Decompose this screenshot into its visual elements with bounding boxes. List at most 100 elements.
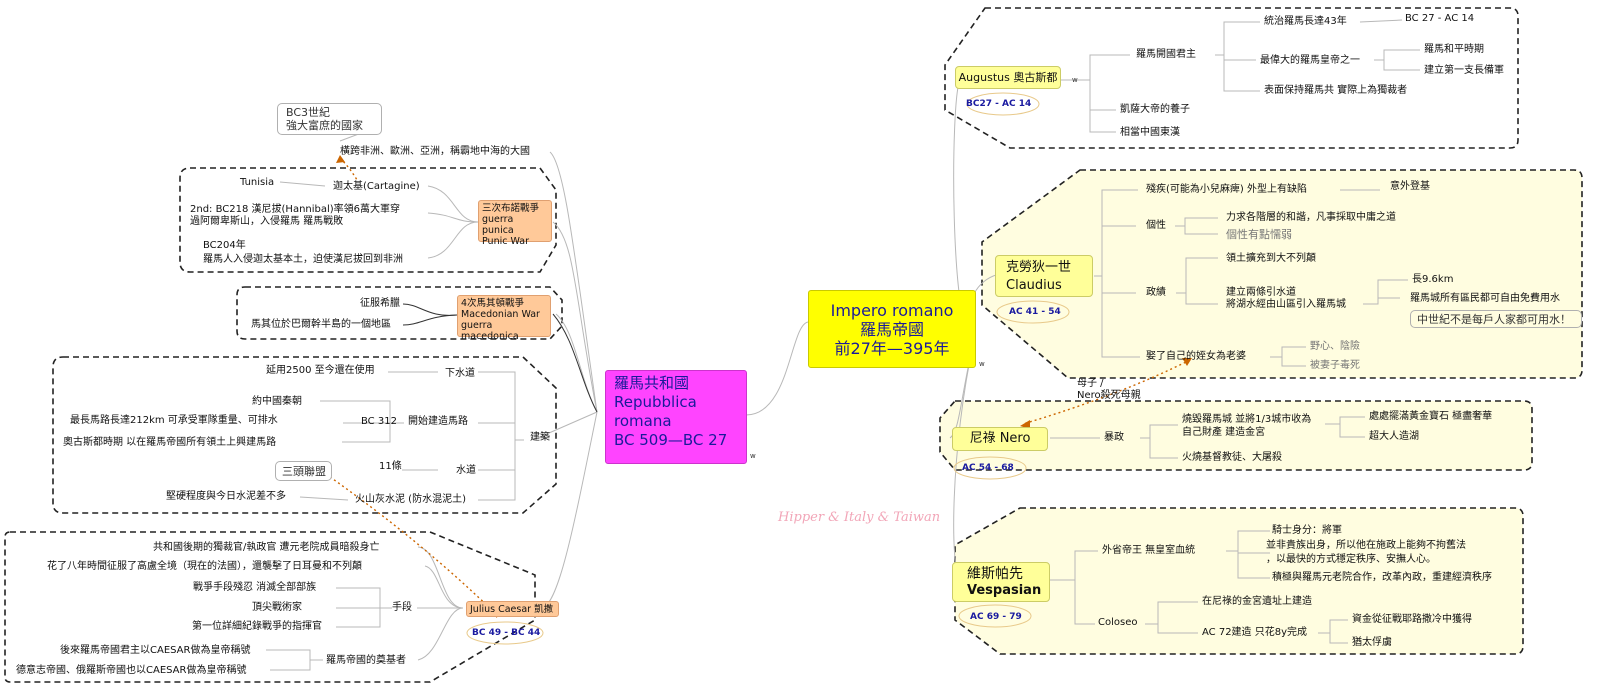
node-gaul[interactable]: 花了八年時間征服了高盧全境（現在的法國），還襲擊了日耳曼和不列顛 xyxy=(47,561,362,572)
relation-line1: 母子 / xyxy=(1077,378,1104,389)
node-aqueduct[interactable]: 水道 xyxy=(456,465,476,476)
node-aqueducts[interactable]: 建立兩條引水道 將湖水經由山區引入羅馬城 xyxy=(1226,287,1346,311)
watermark: Hipper & Italy & Taiwan xyxy=(778,510,941,525)
node-non-noble[interactable]: 並非貴族出身，所以他在施政上能夠不拘舊法 ，以最快的方式穩定秩序、安撫人心。 xyxy=(1266,539,1466,567)
non-noble-line2: ，以最快的方式穩定秩序、安撫人心。 xyxy=(1266,554,1436,565)
relation-nero-mother[interactable]: 母子 / Nero殺死母親 xyxy=(1077,378,1141,402)
w-marker: w xyxy=(1072,76,1078,84)
punic-label-en: Punic War xyxy=(482,236,529,247)
node-ambition[interactable]: 野心、陰險 xyxy=(1310,341,1360,352)
note-bc3-century[interactable]: BC3世紀 強大富庶的國家 xyxy=(277,103,382,135)
boundary-nero xyxy=(939,400,1533,471)
node-founding-monarch[interactable]: 羅馬開國君主 xyxy=(1136,49,1196,60)
node-bc204[interactable]: BC204年 羅馬人入侵迦太基本土，迫使漢尼拔回到非洲 xyxy=(203,239,403,267)
w-marker: w xyxy=(979,360,985,368)
node-provincial-emperor[interactable]: 外省帝王 無皇室血統 xyxy=(1102,545,1196,556)
node-britain[interactable]: 領土擴充到大不列顛 xyxy=(1226,253,1316,264)
node-bc312[interactable]: BC 312 xyxy=(361,416,397,427)
republic-topic[interactable]: 羅馬共和國 Repubblica romana BC 509—BC 27 xyxy=(605,370,747,464)
node-tyranny[interactable]: 暴政 xyxy=(1104,432,1124,443)
node-concrete-detail[interactable]: 堅硬程度與今日水泥差不多 xyxy=(166,491,286,502)
node-length[interactable]: 長9.6km xyxy=(1412,274,1454,285)
republic-title-it2: romana xyxy=(614,412,672,430)
macedonian-war-topic[interactable]: 4次馬其頓戰爭 Macedonian War guerra macedonica xyxy=(457,295,551,342)
node-dictator[interactable]: 共和國後期的獨裁官/執政官 遭元老院成員暗殺身亡 xyxy=(153,542,380,553)
note-medieval-water[interactable]: 中世紀不是每戶人家都可用水！ xyxy=(1410,310,1582,328)
note-triumvirate[interactable]: 三頭聯盟 xyxy=(275,461,332,481)
claudius-topic[interactable]: 克勞狄一世 Claudius xyxy=(995,255,1093,297)
node-sewer-detail[interactable]: 延用2500 至今還在使用 xyxy=(266,365,375,376)
node-personality[interactable]: 個性 xyxy=(1146,220,1166,231)
node-burn-rome[interactable]: 燒毀羅馬城 並將1/3城市收為 自己財產 建造金宮 xyxy=(1182,413,1311,439)
w-marker: w xyxy=(750,452,756,460)
nero-topic[interactable]: 尼祿 Nero xyxy=(952,427,1048,451)
node-weak[interactable]: 個性有點懦弱 xyxy=(1226,228,1292,241)
node-methods[interactable]: 手段 xyxy=(392,602,412,613)
node-title-roman[interactable]: 後來羅馬帝國君主以CAESAR做為皇帝稱號 xyxy=(60,645,251,656)
node-eleven[interactable]: 11條 xyxy=(379,461,402,472)
node-senate-reform[interactable]: 積極與羅馬元老院合作，改革內政，重建經濟秩序 xyxy=(1272,572,1492,583)
node-accidental-accession[interactable]: 意外登基 xyxy=(1390,181,1430,192)
second-war-line1: 2nd: BC218 漢尼拔(Hannibal)率領6萬大軍穿 xyxy=(190,204,401,215)
node-road-start[interactable]: 開始建造馬路 xyxy=(408,416,468,427)
non-noble-line1: 並非貴族出身，所以他在施政上能夠不拘舊法 xyxy=(1266,540,1466,551)
node-conquer-greece[interactable]: 征服希臘 xyxy=(360,298,400,309)
caesar-topic[interactable]: Julius Caesar 凱撒 xyxy=(466,601,559,617)
central-topic[interactable]: Impero romano 羅馬帝國 前27年—395年 xyxy=(808,290,976,368)
node-architecture[interactable]: 建築 xyxy=(530,432,550,443)
node-founder[interactable]: 羅馬帝國的奠基者 xyxy=(326,655,406,666)
macedonian-label-en: Macedonian War xyxy=(461,309,540,320)
node-adopted-son[interactable]: 凱薩大帝的養子 xyxy=(1120,104,1190,115)
node-jewish-captives[interactable]: 猶太俘虜 xyxy=(1352,637,1392,648)
augustus-topic[interactable]: Augustus 奧古斯都 xyxy=(955,66,1061,89)
node-reign-43[interactable]: 統治羅馬長達43年 xyxy=(1264,16,1347,27)
vespasian-name-en: Vespasian xyxy=(967,583,1042,598)
node-colosseum[interactable]: Coloseo xyxy=(1098,617,1138,628)
node-persecution[interactable]: 火燒基督教徒、大屠殺 xyxy=(1182,452,1282,463)
node-artificial-lake[interactable]: 超大人造湖 xyxy=(1369,431,1419,442)
node-politics[interactable]: 政績 xyxy=(1146,287,1166,298)
node-jerusalem-funds[interactable]: 資金從征戰耶路撒冷中獲得 xyxy=(1352,614,1472,625)
node-tactician[interactable]: 頂尖戰術家 xyxy=(252,602,302,613)
node-poisoned[interactable]: 被妻子毒死 xyxy=(1310,360,1360,371)
burn-line1: 燒毀羅馬城 並將1/3城市收為 xyxy=(1182,414,1312,425)
node-recorder[interactable]: 第一位詳細紀錄戰爭的指揮官 xyxy=(192,621,322,632)
node-macedonia-location[interactable]: 馬其位於巴爾幹半島的一個地區 xyxy=(251,319,391,330)
boundary-caesar xyxy=(4,531,536,683)
node-ac72-build[interactable]: AC 72建造 只花8y完成 xyxy=(1202,627,1308,638)
node-title-german[interactable]: 德意志帝國、俄羅斯帝國也以CAESAR做為皇帝稱號 xyxy=(16,665,247,676)
node-knight-general[interactable]: 騎士身分：將軍 xyxy=(1272,525,1342,536)
node-greatest-emperor[interactable]: 最偉大的羅馬皇帝之一 xyxy=(1260,55,1360,66)
node-second-punic-war[interactable]: 2nd: BC218 漢尼拔(Hannibal)率領6萬大軍穿 過阿爾卑斯山，入… xyxy=(190,204,400,228)
vespasian-topic[interactable]: 維斯帕先 Vespasian xyxy=(952,562,1050,602)
node-qin-dynasty[interactable]: 約中國秦朝 xyxy=(252,396,302,407)
node-married-niece[interactable]: 娶了自己的姪女為老婆 xyxy=(1146,351,1246,362)
node-free-water[interactable]: 羅馬城所有區民都可自由免費用水 xyxy=(1410,293,1560,304)
node-spanning-empire[interactable]: 橫跨非洲、歐洲、亞洲，稱霸地中海的大國 xyxy=(340,146,530,157)
macedonian-label-zh: 4次馬其頓戰爭 xyxy=(461,298,525,309)
node-harmony[interactable]: 力求各階層的和諧，凡事採取中庸之道 xyxy=(1226,212,1396,223)
punic-war-topic[interactable]: 三次布諾戰爭 guerra punica Punic War xyxy=(478,200,552,247)
node-facade-republic[interactable]: 表面保持羅馬共 實際上為獨裁者 xyxy=(1264,85,1408,96)
node-eastern-han[interactable]: 相當中國東漢 xyxy=(1120,127,1180,138)
augustus-dates: BC27 - AC 14 xyxy=(966,99,1032,109)
vespasian-dates: AC 69 - 79 xyxy=(970,612,1022,622)
node-sewer[interactable]: 下水道 xyxy=(445,368,475,379)
node-carthage[interactable]: 迦太基(Cartagine) xyxy=(333,181,420,192)
node-pax-romana[interactable]: 羅馬和平時期 xyxy=(1424,44,1484,55)
node-augustus-roads[interactable]: 奧古斯都時期 以在羅馬帝國所有領土上興建馬路 xyxy=(63,437,277,448)
node-golden-house-site[interactable]: 在尼祿的金宮遺址上建造 xyxy=(1202,596,1312,607)
node-longest-road[interactable]: 最長馬路長達212km 可承受軍隊重量、可排水 xyxy=(70,415,278,426)
node-tunisia[interactable]: Tunisia xyxy=(240,177,275,188)
node-reign-dates[interactable]: BC 27 - AC 14 xyxy=(1405,13,1475,24)
node-concrete[interactable]: 火山灰水泥 (防水混泥土) xyxy=(355,494,466,505)
node-disability[interactable]: 殘疾(可能為小兒麻痺) 外型上有缺陷 xyxy=(1146,184,1307,195)
node-brutal[interactable]: 戰爭手段殘忍 消滅全部部族 xyxy=(193,582,317,593)
central-period: 前27年—395年 xyxy=(834,339,950,358)
second-war-line2: 過阿爾卑斯山，入侵羅馬 羅馬戰敗 xyxy=(190,216,344,227)
caesar-dates: BC 49 - BC 44 xyxy=(472,628,541,638)
node-gold-jewels[interactable]: 處處擺滿黃金寶石 極盡奢華 xyxy=(1369,411,1493,422)
node-standing-army[interactable]: 建立第一支長備軍 xyxy=(1424,65,1504,76)
claudius-name-zh: 克勞狄一世 xyxy=(1006,260,1072,275)
